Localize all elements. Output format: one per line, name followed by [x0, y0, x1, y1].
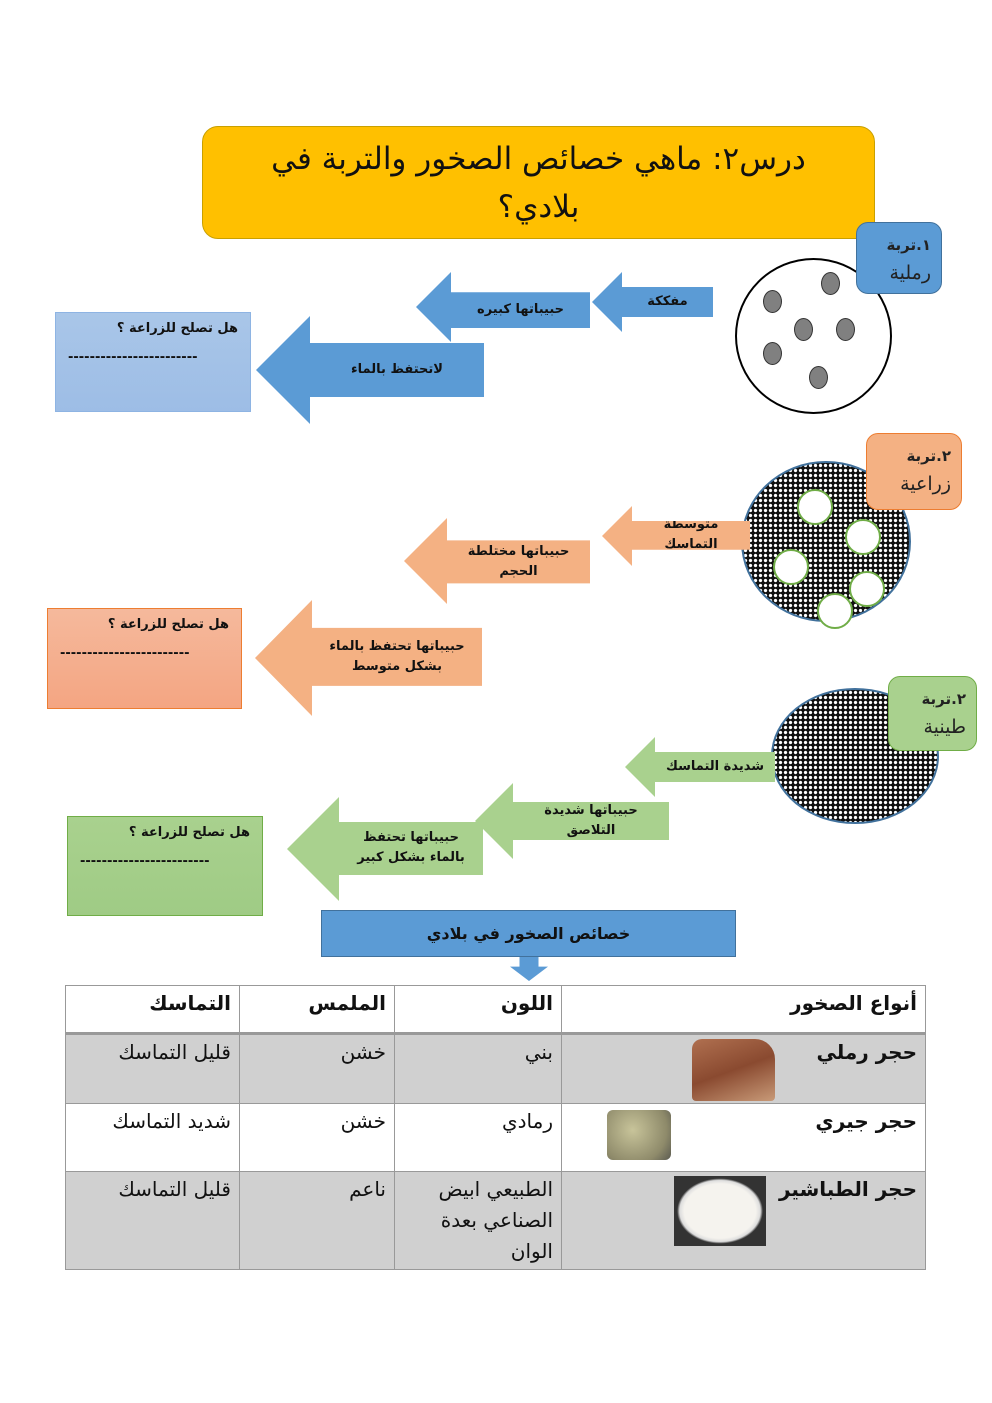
table-row: حجر جيري رمادي خشن شديد التماسك — [65, 1103, 926, 1172]
arrow-medium-water-retention: حبيباتها تحتفظ بالماء بشكل متوسط — [255, 600, 482, 716]
arrow-tightly-packed: حبيباتها شديدة التلاصق — [475, 783, 669, 859]
arrow-text: متوسطة التماسك — [663, 517, 719, 553]
arrow-text: شديدة التماسك — [666, 759, 765, 774]
table-row: حجر رملي بني خشن قليل التماسك — [65, 1033, 926, 1104]
question-text: هل تصلح للزراعة ؟ — [128, 825, 250, 840]
color-cell: رمادي — [394, 1103, 562, 1172]
arrow-text: حبيباتها تحتفظ بالماء بشكل كبير — [357, 830, 465, 866]
header-cohesion: التماسك — [65, 985, 240, 1035]
lesson-title: درس٢: ماهي خصائص الصخور والتربة في بلادي… — [202, 126, 875, 239]
arrow-text: حبيباتها تحتفظ بالماء بشكل متوسط — [329, 638, 465, 674]
chalk-image — [674, 1176, 766, 1246]
question-box-clay[interactable]: هل تصلح للزراعة ؟ ----------------------… — [67, 816, 263, 916]
soil-number: ٢.تربة — [921, 690, 966, 708]
rocks-table: أنواع الصخور اللون الملمس التماسك حجر رم… — [65, 985, 926, 1270]
sandstone-image — [692, 1039, 775, 1101]
cohesion-cell: قليل التماسك — [65, 1171, 240, 1270]
arrow-text: حبيباتها شديدة التلاصق — [544, 803, 638, 838]
arrow-loose: مفككة — [592, 272, 713, 332]
header-color: اللون — [394, 985, 562, 1035]
soil-name: رملية — [889, 262, 931, 284]
arrow-text: حبيباتها مختلطة الحجم — [467, 543, 570, 579]
soil-label-sandy: ١.تربة رملية — [856, 222, 942, 294]
rock-name: حجر الطباشير — [778, 1177, 917, 1201]
arrow-text: لاتحتفظ بالماء — [351, 362, 443, 377]
arrow-mixed-grains: حبيباتها مختلطة الحجم — [404, 518, 590, 604]
arrow-large-grains: حبيباتها كبيره — [416, 272, 590, 342]
arrow-text: حبيباتها كبيره — [477, 302, 564, 318]
rock-name: حجر رملي — [816, 1040, 917, 1064]
header-rock-type: أنواع الصخور — [561, 985, 926, 1035]
arrow-medium-cohesion: متوسطة التماسك — [602, 506, 750, 566]
color-cell: الطبيعي ابيض الصناعي بعدة الوان — [394, 1171, 562, 1270]
arrow-high-water-retention: حبيباتها تحتفظ بالماء بشكل كبير — [287, 797, 483, 901]
answer-blank[interactable]: ------------------------ — [80, 854, 210, 869]
arrow-text: مفككة — [647, 294, 688, 309]
question-box-sandy[interactable]: هل تصلح للزراعة ؟ ----------------------… — [55, 312, 251, 412]
rock-name-cell: حجر جيري — [561, 1103, 926, 1172]
rocks-heading: خصائص الصخور في بلادي — [321, 910, 736, 957]
cohesion-cell: شديد التماسك — [65, 1103, 240, 1172]
table-header-row: أنواع الصخور اللون الملمس التماسك — [65, 985, 926, 1035]
question-text: هل تصلح للزراعة ؟ — [116, 321, 238, 336]
answer-blank[interactable]: ------------------------ — [68, 350, 198, 365]
rock-name-cell: حجر الطباشير — [561, 1171, 926, 1270]
rock-name: حجر جيري — [815, 1109, 917, 1133]
soil-label-agricultural: ٢.تربة زراعية — [866, 433, 962, 510]
down-arrow-icon — [510, 957, 548, 981]
soil-name: طينية — [923, 716, 966, 738]
question-text: هل تصلح للزراعة ؟ — [107, 617, 229, 632]
question-box-agricultural[interactable]: هل تصلح للزراعة ؟ ----------------------… — [47, 608, 242, 709]
texture-cell: خشن — [239, 1033, 395, 1104]
soil-number: ١.تربة — [886, 236, 931, 254]
texture-cell: خشن — [239, 1103, 395, 1172]
table-row: حجر الطباشير الطبيعي ابيض الصناعي بعدة ا… — [65, 1171, 926, 1270]
cohesion-cell: قليل التماسك — [65, 1033, 240, 1104]
limestone-image — [607, 1110, 671, 1160]
soil-number: ٢.تربة — [906, 447, 951, 465]
soil-name: زراعية — [900, 473, 951, 495]
header-texture: الملمس — [239, 985, 395, 1035]
rock-name-cell: حجر رملي — [561, 1033, 926, 1104]
color-cell: بني — [394, 1033, 562, 1104]
answer-blank[interactable]: ------------------------ — [60, 646, 190, 661]
texture-cell: ناعم — [239, 1171, 395, 1270]
arrow-high-cohesion: شديدة التماسك — [625, 737, 775, 797]
soil-label-clay: ٢.تربة طينية — [888, 676, 977, 751]
